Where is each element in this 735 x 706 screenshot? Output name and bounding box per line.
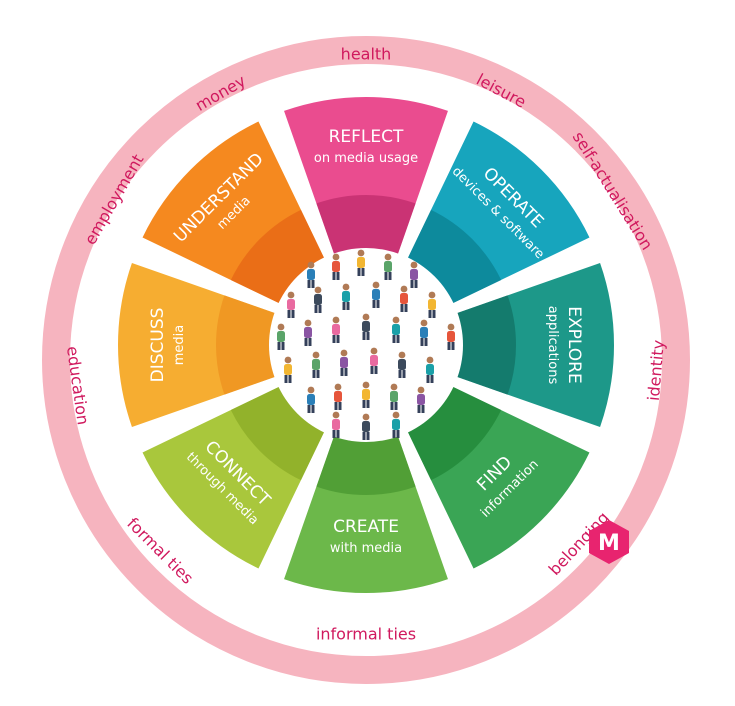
person-figure xyxy=(277,323,285,350)
person-figure xyxy=(332,316,340,343)
segment-title: REFLECT xyxy=(329,127,404,147)
segment-subtitle: media xyxy=(172,325,187,366)
person-figure xyxy=(342,283,350,310)
outer-label-informal-ties: informal ties xyxy=(316,625,416,644)
person-figure xyxy=(392,411,400,438)
person-figure xyxy=(362,413,370,440)
person-figure xyxy=(314,286,322,313)
segment-create[interactable]: CREATE with media xyxy=(284,418,448,593)
segment-reflect[interactable]: REFLECT on media usage xyxy=(284,97,448,272)
person-figure xyxy=(384,253,392,280)
person-figure xyxy=(390,383,398,410)
logo-badge: M xyxy=(589,520,629,564)
person-figure xyxy=(307,261,315,288)
person-figure xyxy=(392,316,400,343)
person-figure xyxy=(332,411,340,438)
segment-title: EXPLORE xyxy=(564,306,584,383)
person-figure xyxy=(426,356,434,383)
segment-title: CREATE xyxy=(333,517,399,537)
center-hub xyxy=(269,248,463,442)
logo-hexagon xyxy=(589,520,629,564)
person-figure xyxy=(370,347,378,374)
segment-subtitle: with media xyxy=(330,541,402,556)
outer-label-health: health xyxy=(341,45,392,64)
logo-letter: M xyxy=(598,531,620,556)
person-figure xyxy=(284,356,292,383)
person-figure xyxy=(312,351,320,378)
person-figure xyxy=(357,249,365,276)
person-figure xyxy=(362,313,370,340)
outer-ring xyxy=(42,36,690,684)
person-figure xyxy=(362,381,370,408)
people-illustration xyxy=(277,249,455,440)
person-figure xyxy=(398,351,406,378)
person-figure xyxy=(400,285,408,312)
segment-subtitle: applications xyxy=(545,306,560,385)
person-figure xyxy=(307,386,315,413)
person-figure xyxy=(372,281,380,308)
segment-title: DISCUSS xyxy=(148,308,168,383)
person-figure xyxy=(447,323,455,350)
person-figure xyxy=(287,291,295,318)
person-figure xyxy=(332,253,340,280)
person-figure xyxy=(410,261,418,288)
person-figure xyxy=(420,319,428,346)
person-figure xyxy=(304,319,312,346)
person-figure xyxy=(417,386,425,413)
person-figure xyxy=(334,383,342,410)
person-figure xyxy=(428,291,436,318)
segment-subtitle: on media usage xyxy=(314,151,418,166)
person-figure xyxy=(340,349,348,376)
